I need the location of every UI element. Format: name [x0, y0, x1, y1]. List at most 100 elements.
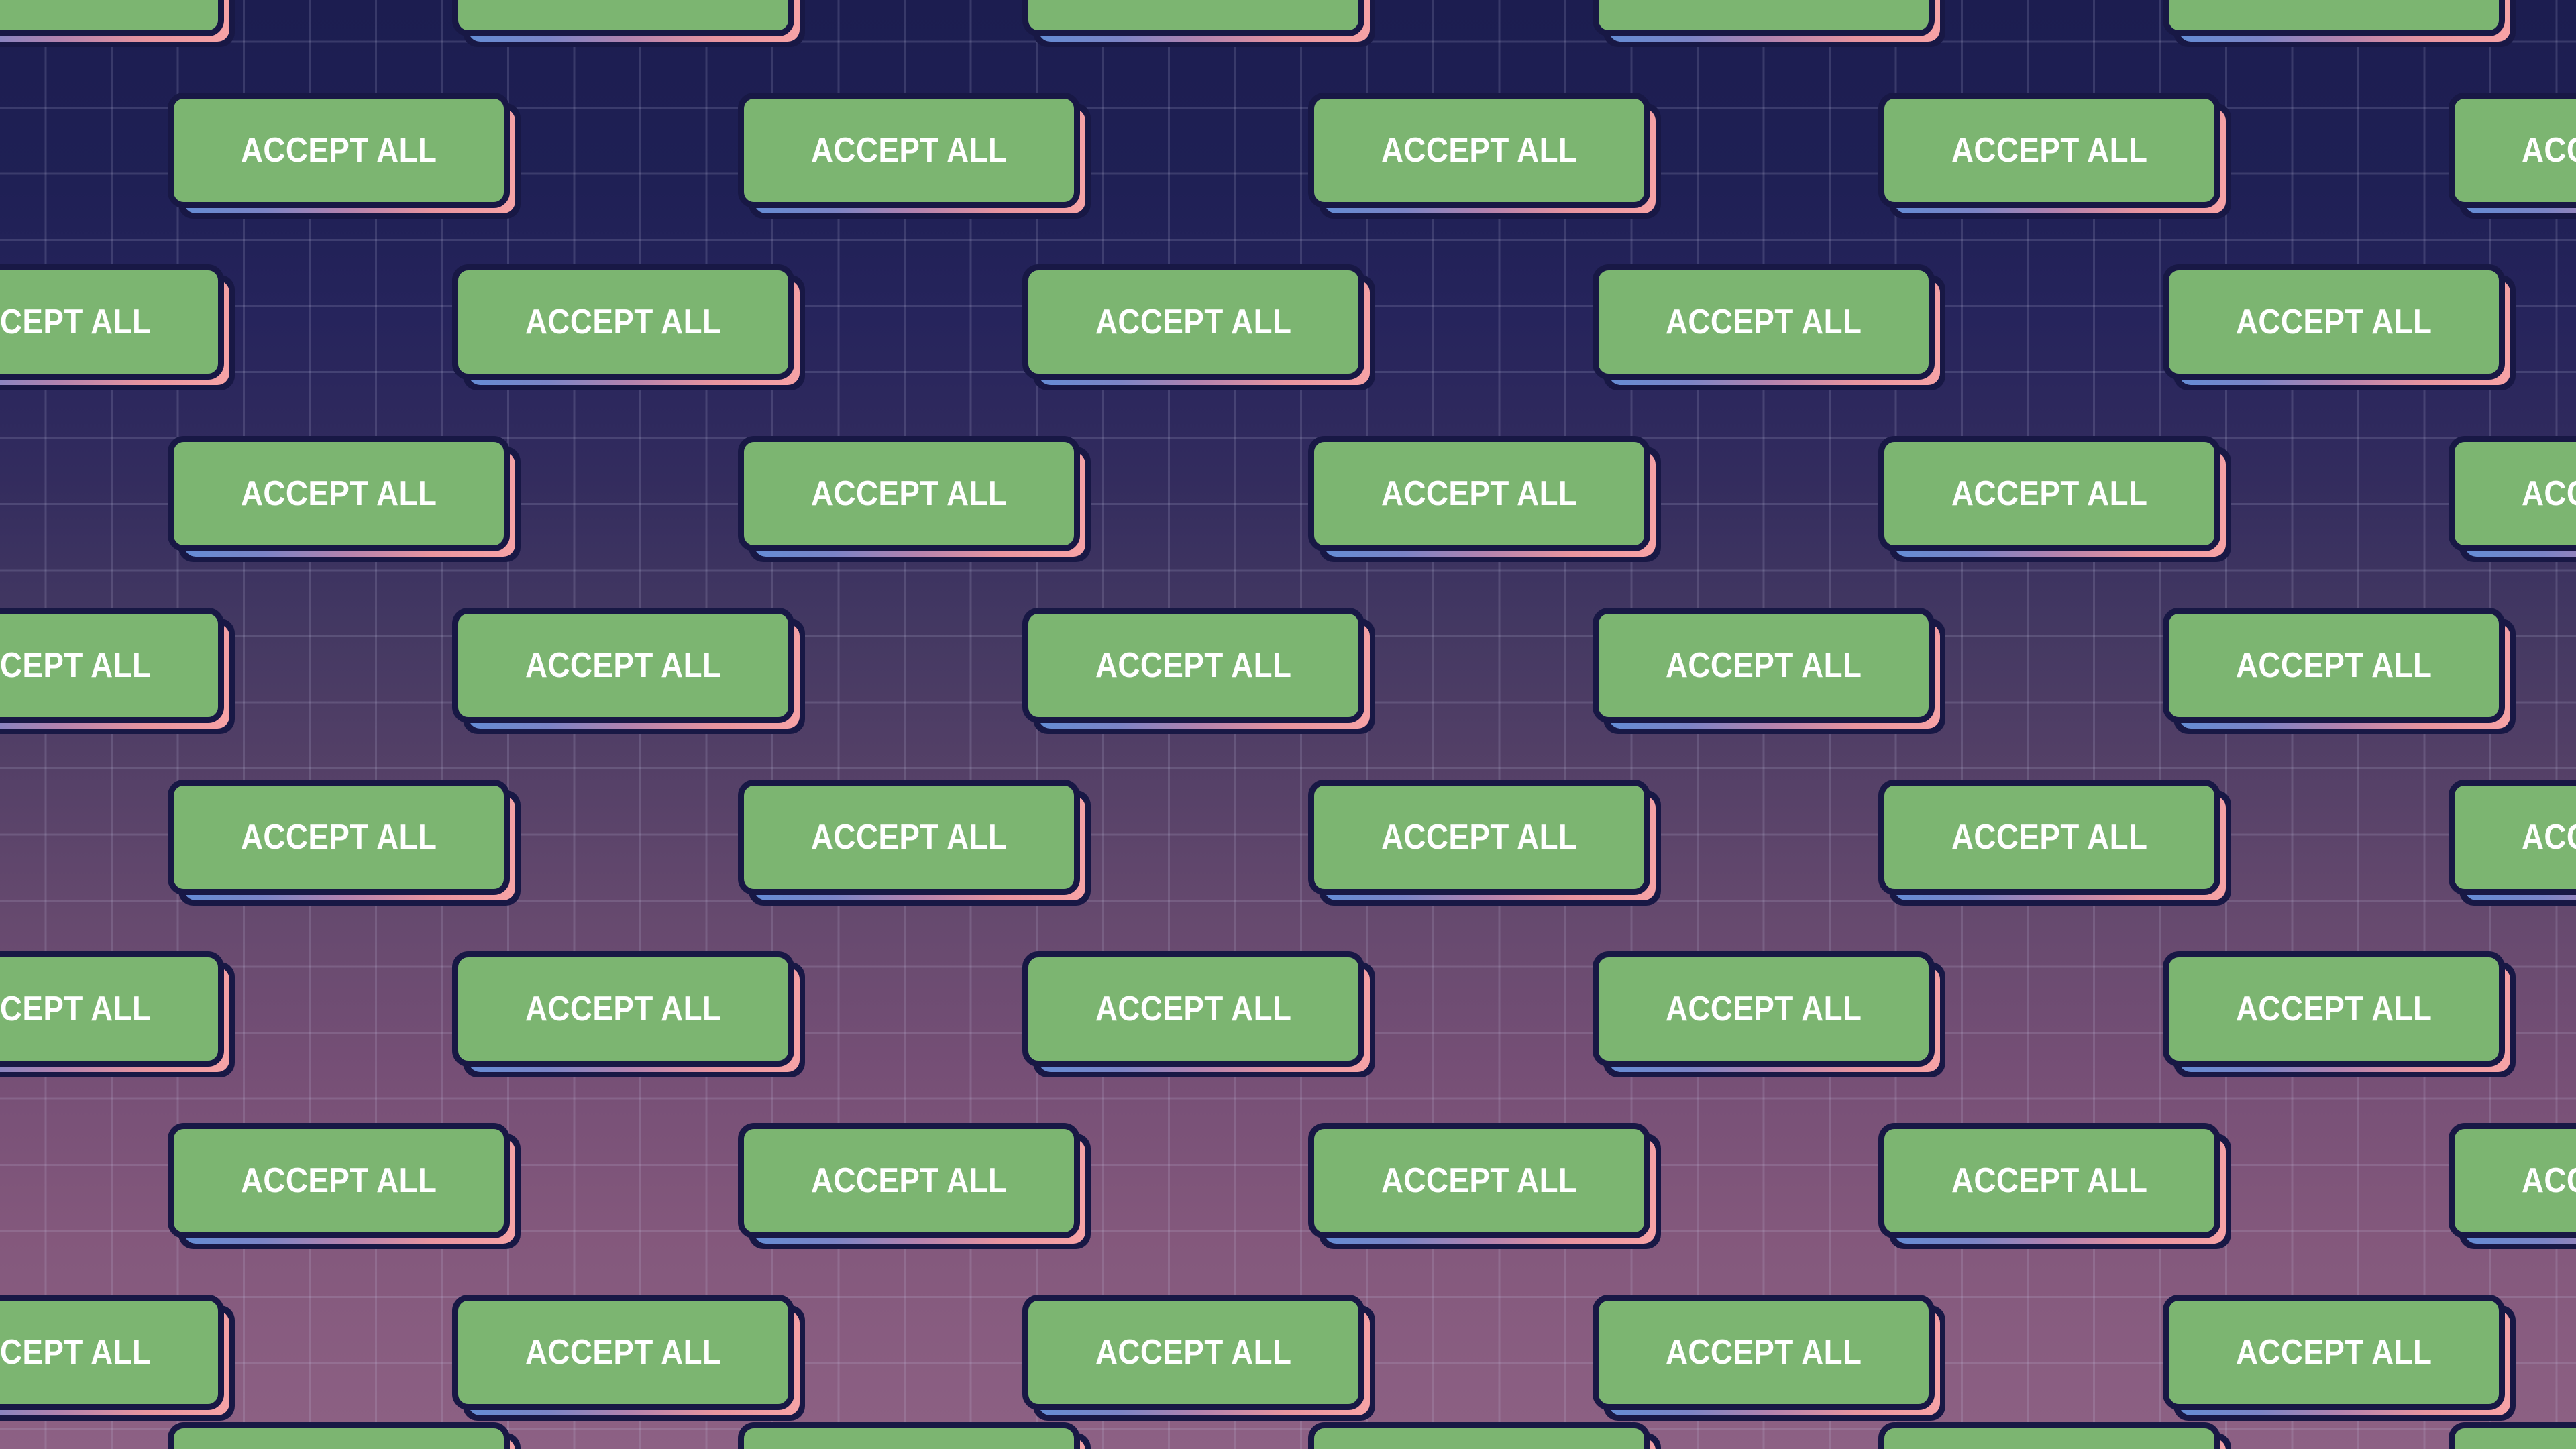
accept-all-button[interactable]: ACCEPT ALL [1022, 608, 1375, 734]
accept-all-button[interactable]: ACCEPT ALL [1308, 1422, 1661, 1449]
accept-all-button[interactable]: ACCEPT ALL [2449, 1123, 2576, 1249]
accept-all-button[interactable]: ACCEPT ALL [1878, 93, 2231, 219]
button-face: ACCEPT ALL [168, 1422, 510, 1449]
accept-all-button-label: ACCEPT ALL [1381, 131, 1578, 170]
accept-all-button-label: ACCEPT ALL [1381, 818, 1578, 857]
accept-all-button[interactable]: ACCEPT ALL [1022, 264, 1375, 390]
accept-all-button-row: ACCEPT ALL ACCEPT ALL ACCEPT ALL ACCEPT ALL… [0, 780, 2576, 914]
accept-all-button[interactable]: ACCEPT ALL [1308, 1123, 1661, 1249]
accept-all-button-label: ACCEPT ALL [2235, 303, 2432, 341]
accept-all-button[interactable]: ACCEPT ALL [1878, 780, 2231, 906]
accept-all-button[interactable]: ACCEPT ALL [168, 1123, 521, 1249]
accept-all-button[interactable]: ACCEPT ALL [452, 0, 805, 47]
button-face: ACCEPT ALL [738, 1422, 1080, 1449]
accept-all-button[interactable]: ACCEPT ALL [1593, 951, 1945, 1077]
accept-all-button-label: ACCEPT ALL [240, 818, 437, 857]
accept-all-button[interactable]: ACCEPT ALL [0, 264, 235, 390]
accept-all-button[interactable]: ACCEPT ALL [168, 1422, 521, 1449]
accept-all-button[interactable]: ACCEPT ALL [2449, 1422, 2576, 1449]
accept-all-button[interactable]: ACCEPT ALL [168, 780, 521, 906]
accept-all-button-label: ACCEPT ALL [0, 303, 152, 341]
accept-all-button-row: ACCEPT ALL ACCEPT ALL ACCEPT ALL ACCEPT ALL… [0, 0, 2576, 55]
accept-all-button-label: ACCEPT ALL [2521, 474, 2576, 513]
button-face: ACCEPT ALL [1308, 1123, 1650, 1238]
button-face: ACCEPT ALL [1878, 780, 2220, 895]
accept-all-button[interactable]: ACCEPT ALL [2449, 780, 2576, 906]
button-face: ACCEPT ALL [1308, 436, 1650, 551]
accept-all-button-row: ACCEPT ALL ACCEPT ALL ACCEPT ALL ACCEPT ALL… [0, 1123, 2576, 1257]
accept-all-button-label: ACCEPT ALL [810, 1161, 1008, 1200]
accept-all-button-label: ACCEPT ALL [1665, 1333, 1862, 1372]
accept-all-button[interactable]: ACCEPT ALL [0, 1295, 235, 1421]
accept-all-button[interactable]: ACCEPT ALL [452, 1295, 805, 1421]
button-face: ACCEPT ALL [1878, 93, 2220, 208]
accept-all-button[interactable]: ACCEPT ALL [1878, 436, 2231, 562]
accept-all-button[interactable]: ACCEPT ALL [0, 951, 235, 1077]
accept-all-button-label: ACCEPT ALL [0, 646, 152, 685]
button-face: ACCEPT ALL [1593, 0, 1935, 36]
button-face: ACCEPT ALL [1878, 1422, 2220, 1449]
button-face: ACCEPT ALL [2163, 264, 2505, 380]
accept-all-button[interactable]: ACCEPT ALL [452, 951, 805, 1077]
button-face: ACCEPT ALL [0, 951, 224, 1067]
accept-all-button[interactable]: ACCEPT ALL [2163, 264, 2516, 390]
accept-all-button[interactable]: ACCEPT ALL [738, 436, 1091, 562]
accept-all-button[interactable]: ACCEPT ALL [1308, 780, 1661, 906]
accept-all-button[interactable]: ACCEPT ALL [738, 1422, 1091, 1449]
accept-all-button-label: ACCEPT ALL [2521, 818, 2576, 857]
accept-all-button[interactable]: ACCEPT ALL [1308, 436, 1661, 562]
accept-all-button[interactable]: ACCEPT ALL [2163, 608, 2516, 734]
button-face: ACCEPT ALL [2163, 608, 2505, 723]
accept-all-button[interactable]: ACCEPT ALL [1022, 0, 1375, 47]
accept-all-button[interactable]: ACCEPT ALL [1593, 1295, 1945, 1421]
accept-all-button[interactable]: ACCEPT ALL [452, 608, 805, 734]
button-face: ACCEPT ALL [2449, 1422, 2576, 1449]
accept-all-button[interactable]: ACCEPT ALL [2449, 436, 2576, 562]
accept-all-button[interactable]: ACCEPT ALL [2449, 93, 2576, 219]
accept-all-button[interactable]: ACCEPT ALL [738, 93, 1091, 219]
button-face: ACCEPT ALL [2163, 1295, 2505, 1410]
accept-all-button[interactable]: ACCEPT ALL [2163, 1295, 2516, 1421]
button-face: ACCEPT ALL [0, 264, 224, 380]
accept-all-button[interactable]: ACCEPT ALL [168, 93, 521, 219]
accept-all-button-label: ACCEPT ALL [810, 818, 1008, 857]
button-face: ACCEPT ALL [1593, 1295, 1935, 1410]
accept-all-button-label: ACCEPT ALL [810, 131, 1008, 170]
accept-all-button[interactable]: ACCEPT ALL [738, 780, 1091, 906]
accept-all-button[interactable]: ACCEPT ALL [1593, 264, 1945, 390]
accept-all-button[interactable]: ACCEPT ALL [1593, 608, 1945, 734]
button-face: ACCEPT ALL [0, 1295, 224, 1410]
accept-all-button[interactable]: ACCEPT ALL [1308, 93, 1661, 219]
accept-all-button-label: ACCEPT ALL [1951, 818, 2148, 857]
accept-all-button[interactable]: ACCEPT ALL [1878, 1422, 2231, 1449]
accept-all-button[interactable]: ACCEPT ALL [0, 0, 235, 47]
accept-all-button-label: ACCEPT ALL [0, 989, 152, 1028]
accept-all-button-label: ACCEPT ALL [1095, 646, 1292, 685]
button-face: ACCEPT ALL [2449, 1123, 2576, 1238]
accept-all-button[interactable]: ACCEPT ALL [2163, 951, 2516, 1077]
button-face: ACCEPT ALL [1878, 1123, 2220, 1238]
button-face: ACCEPT ALL [1593, 264, 1935, 380]
accept-all-button[interactable]: ACCEPT ALL [1022, 951, 1375, 1077]
accept-all-button[interactable]: ACCEPT ALL [1878, 1123, 2231, 1249]
accept-all-button[interactable]: ACCEPT ALL [0, 608, 235, 734]
accept-all-button-row: ACCEPT ALL ACCEPT ALL ACCEPT ALL ACCEPT ALL… [0, 93, 2576, 227]
accept-all-button-label: ACCEPT ALL [1095, 989, 1292, 1028]
accept-all-button[interactable]: ACCEPT ALL [738, 1123, 1091, 1249]
accept-all-button-label: ACCEPT ALL [1665, 303, 1862, 341]
accept-all-button[interactable]: ACCEPT ALL [1022, 1295, 1375, 1421]
button-face: ACCEPT ALL [168, 436, 510, 551]
accept-all-button[interactable]: ACCEPT ALL [452, 264, 805, 390]
button-face: ACCEPT ALL [1022, 951, 1364, 1067]
accept-all-button[interactable]: ACCEPT ALL [1593, 0, 1945, 47]
button-face: ACCEPT ALL [1308, 93, 1650, 208]
accept-all-button[interactable]: ACCEPT ALL [2163, 0, 2516, 47]
button-face: ACCEPT ALL [452, 608, 794, 723]
button-face: ACCEPT ALL [1878, 436, 2220, 551]
accept-all-button-label: ACCEPT ALL [0, 1333, 152, 1372]
button-face: ACCEPT ALL [1022, 1295, 1364, 1410]
accept-all-button-row: ACCEPT ALL ACCEPT ALL ACCEPT ALL ACCEPT ALL… [0, 1295, 2576, 1429]
accept-all-button-label: ACCEPT ALL [2235, 646, 2432, 685]
accept-all-button[interactable]: ACCEPT ALL [168, 436, 521, 562]
